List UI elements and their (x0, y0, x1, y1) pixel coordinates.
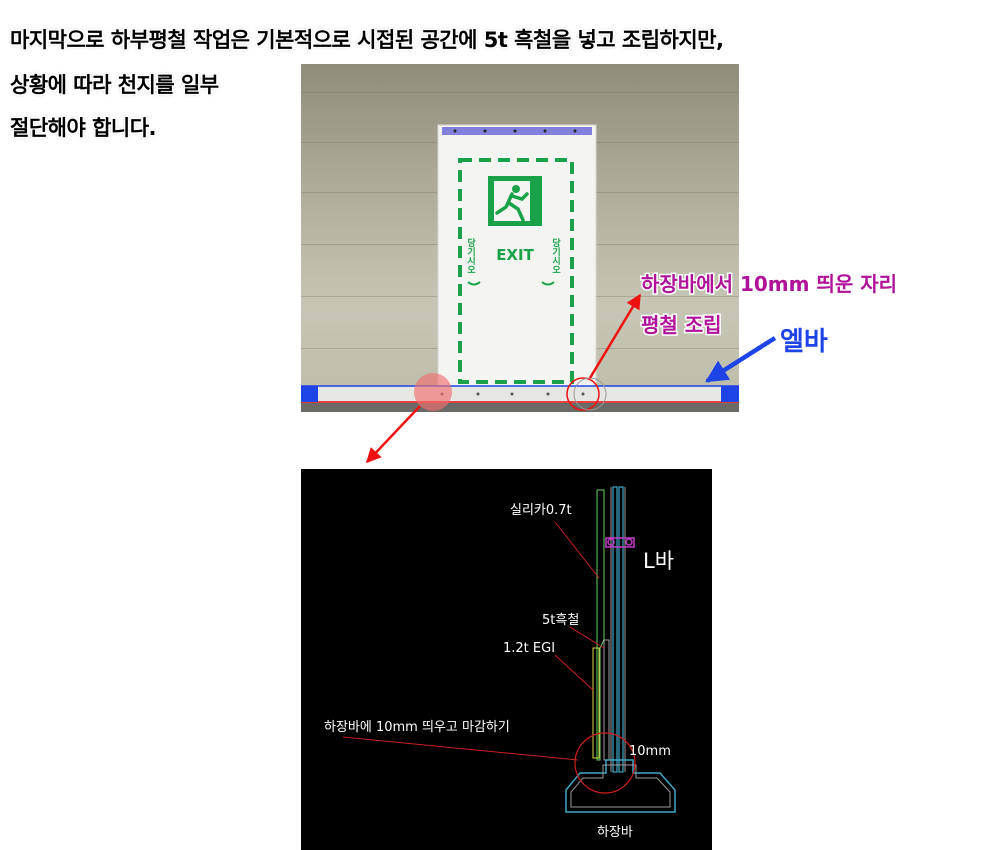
label-silica: 실리카0.7t (510, 503, 572, 518)
intro-line-2: 상황에 따라 천지를 일부 (10, 73, 219, 97)
sign-side-right: 당기시오 (550, 237, 560, 274)
arrow-to-lbar (705, 336, 777, 383)
exit-sign-panel: EXIT 당기시오 당기시오 (437, 124, 597, 396)
leader-finish (342, 736, 579, 761)
intro-line-1: 마지막으로 하부평철 작업은 기본적으로 시접된 공간에 5t 흑철을 넣고 조… (10, 28, 724, 52)
gap-highlight-circle (574, 732, 636, 794)
sign-top-tape (442, 127, 592, 135)
label-black-steel: 5t흑철 (542, 613, 579, 628)
label-gap: 10mm (629, 744, 671, 759)
cad-section-drawing (301, 469, 712, 850)
sign-side-left: 당기시오 (465, 237, 475, 274)
label-base: 하장바 (597, 825, 633, 840)
leader-egi (554, 654, 594, 691)
cad-geometry (342, 486, 676, 813)
intro-line-3: 절단해야 합니다. (10, 116, 157, 140)
sign-dashed-border (458, 158, 574, 384)
arrow-to-drawing (365, 405, 421, 464)
label-finish: 하장바에 10mm 띄우고 마감하기 (324, 720, 510, 735)
sign-exit-text: EXIT (496, 246, 534, 264)
bottom-rail (301, 385, 739, 412)
highlight-dot (414, 373, 452, 411)
lbar-left-marker (301, 386, 318, 402)
label-egi: 1.2t EGI (503, 641, 555, 656)
callout-gap-text: 하장바에서 10mm 띄운 자리 (641, 272, 897, 296)
arrow-to-gap-callout (588, 293, 642, 379)
label-lbar: L바 (643, 549, 674, 573)
leader-silica (554, 521, 600, 579)
callout-flat-text: 평철 조립 (641, 313, 722, 337)
callout-lbar-text: 엘바 (780, 327, 828, 357)
running-man-icon (488, 176, 542, 226)
leader-steel (569, 626, 605, 649)
lbar-right-marker (721, 386, 739, 402)
highlight-circle (566, 377, 600, 411)
